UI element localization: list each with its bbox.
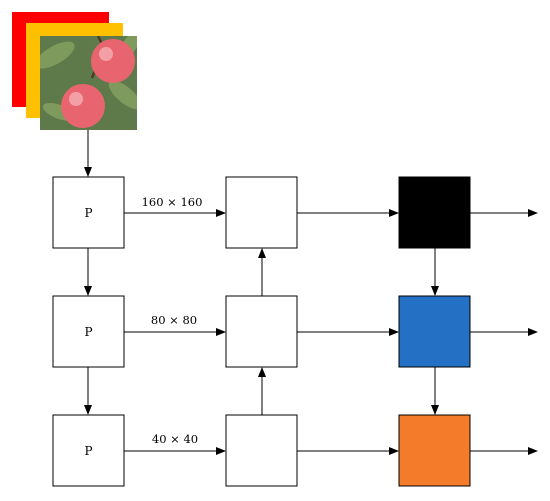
p-box-2: P [52,295,125,368]
output-box-blue [398,295,471,368]
p-box-1: P [52,176,125,249]
edge-label-3: 40 × 40 [152,432,198,446]
edge-label-2: 80 × 80 [151,313,197,327]
mid-box-3 [225,414,298,487]
mid-box-1 [225,176,298,249]
output-box-orange [398,414,471,487]
mid-box-2 [225,295,298,368]
p-box-label: P [84,206,92,220]
output-box-black [398,176,471,249]
p-box-label: P [84,444,92,458]
input-image-stack [12,12,137,130]
p-box-3: P [52,414,125,487]
lychee-photo-icon [40,36,137,130]
p-box-label: P [84,325,92,339]
edge-label-1: 160 × 160 [142,195,203,209]
